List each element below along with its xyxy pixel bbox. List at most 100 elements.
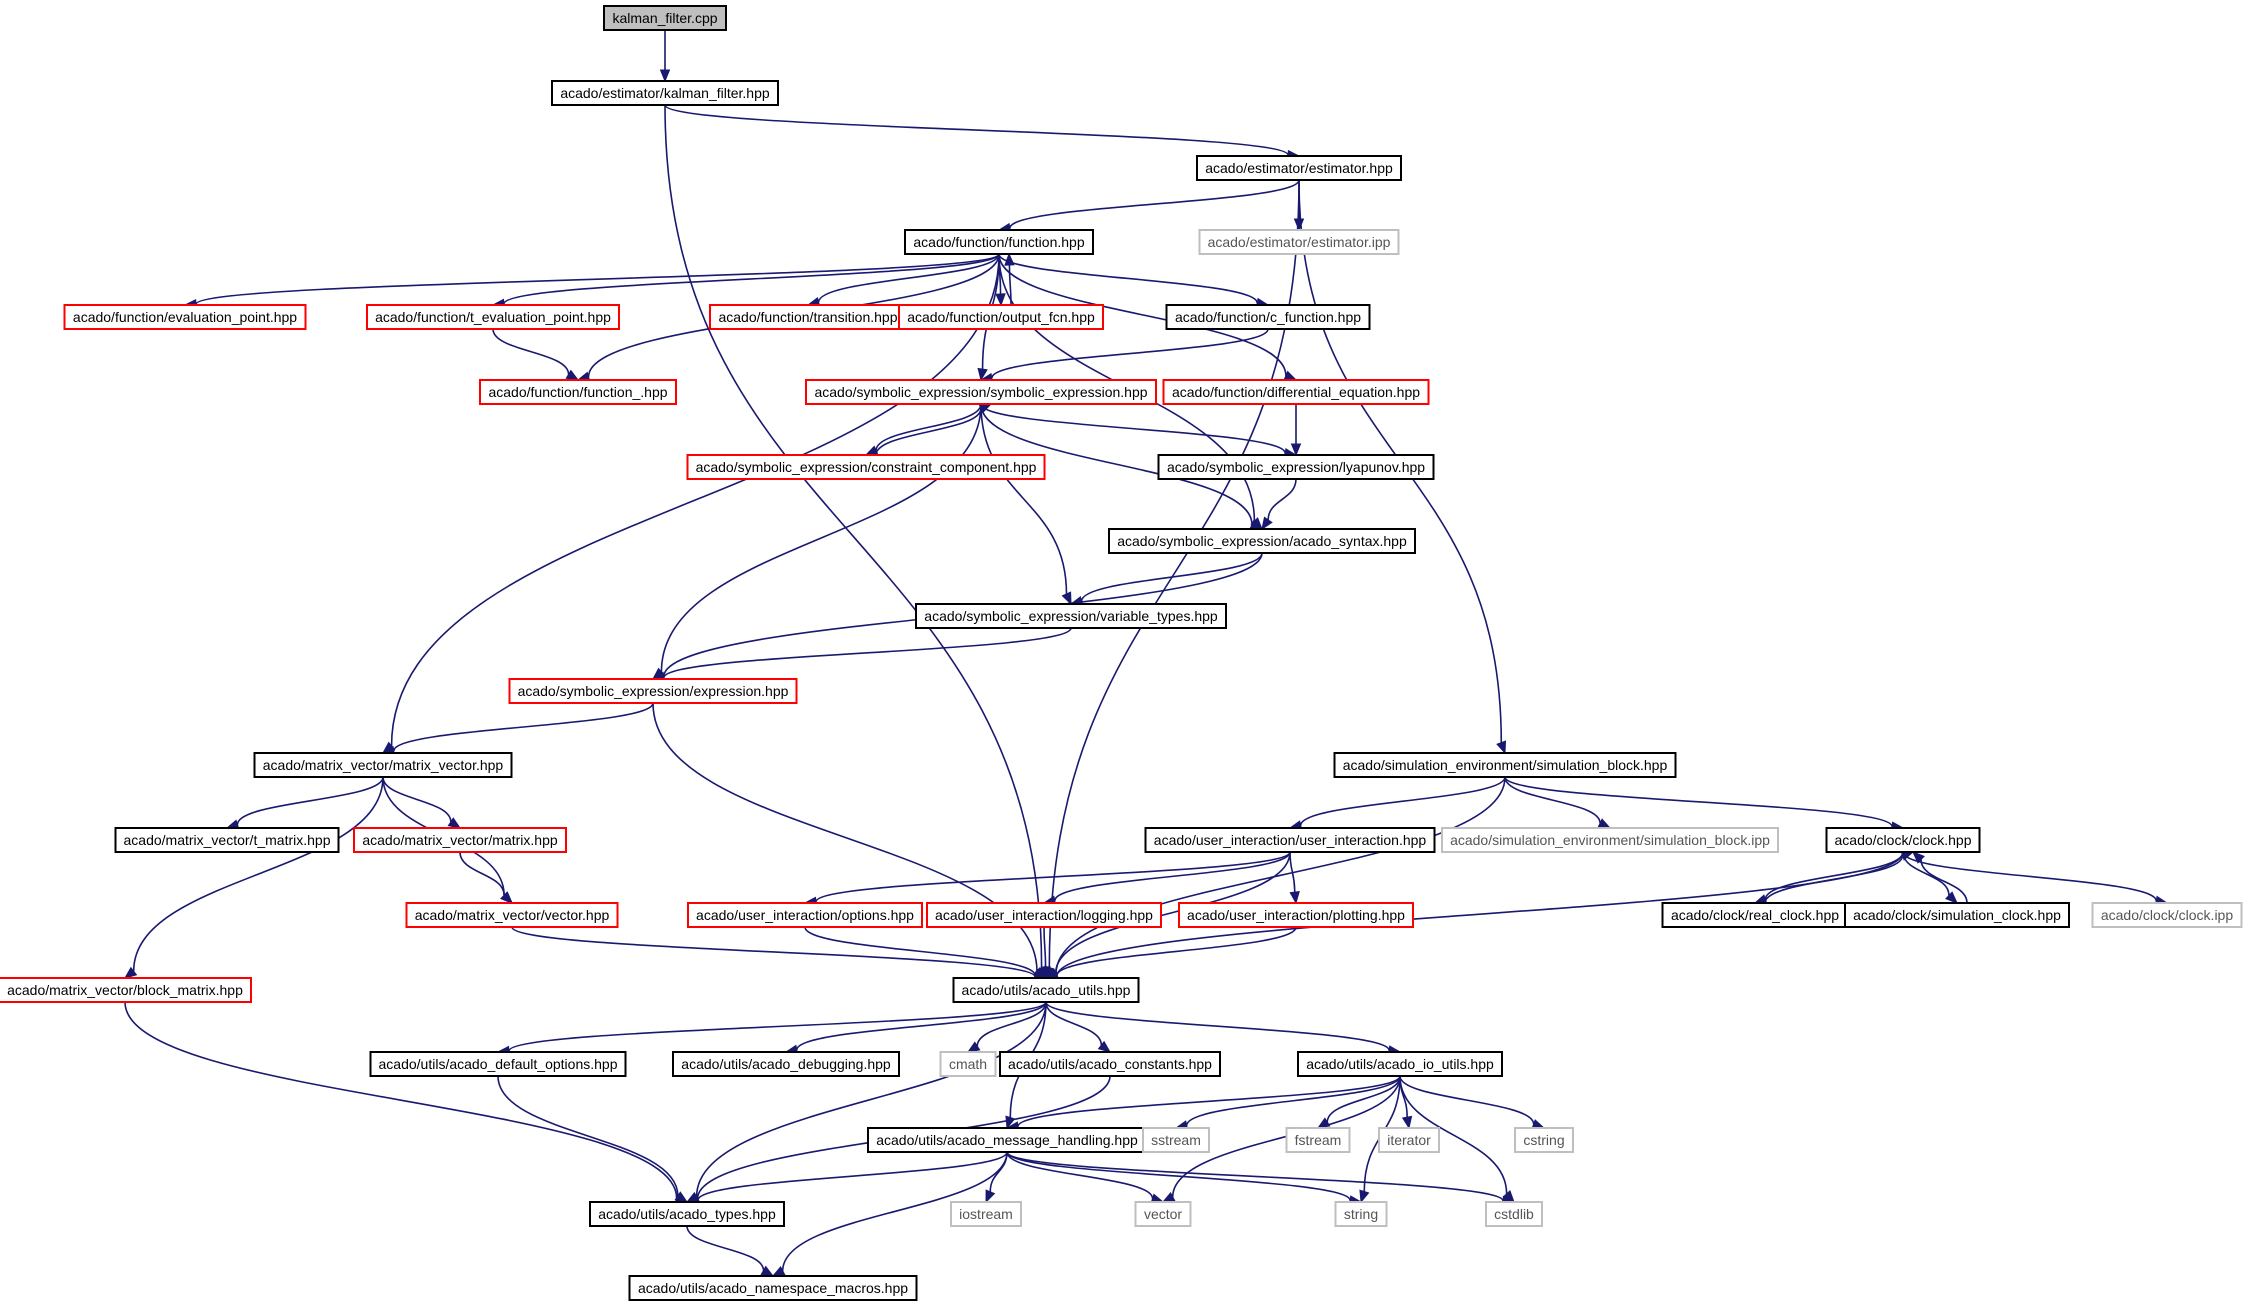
node-box <box>915 603 1227 629</box>
node-label: acado/estimator/estimator.hpp <box>1205 160 1393 176</box>
arrowhead <box>977 367 988 382</box>
node-box <box>1485 1201 1543 1227</box>
node-box <box>479 379 677 405</box>
node-box <box>253 752 513 778</box>
node-acado-matrix-vector-block-matrix-hpp[interactable]: acado/matrix_vector/block_matrix.hpp <box>0 977 252 1003</box>
arrowhead <box>1293 218 1305 232</box>
edge-n33-n35 <box>796 1001 1047 1051</box>
edge-n3-n12 <box>998 253 1287 376</box>
node-acado-function-function-hpp[interactable]: acado/function/function.hpp <box>904 229 1094 255</box>
edge-n38-n39 <box>1017 1075 1401 1127</box>
edge-n18-n21 <box>382 776 452 823</box>
node-acado-utils-acado-constants-hpp[interactable]: acado/utils/acado_constants.hpp <box>999 1051 1221 1077</box>
node-box <box>1178 902 1414 928</box>
node-acado-clock-clock-hpp[interactable]: acado/clock/clock.hpp <box>1825 827 1981 853</box>
node-box <box>1198 229 1400 255</box>
node-box <box>805 379 1157 405</box>
node-label: cstdlib <box>1494 1206 1534 1222</box>
node-acado-estimator-kalman-filter-hpp[interactable]: acado/estimator/kalman_filter.hpp <box>551 80 779 106</box>
node-box <box>1661 902 1849 928</box>
node-box <box>114 827 340 853</box>
edge-n38-n41 <box>1326 1075 1401 1123</box>
node-acado-clock-real-clock-hpp[interactable]: acado/clock/real_clock.hpp <box>1661 902 1849 928</box>
node-acado-utils-acado-namespace-macros-hpp[interactable]: acado/utils/acado_namespace_macros.hpp <box>628 1275 918 1301</box>
node-acado-estimator-estimator-hpp[interactable]: acado/estimator/estimator.hpp <box>1196 155 1402 181</box>
edge-n2-n33 <box>1048 179 1300 968</box>
node-box <box>1844 902 2070 928</box>
node-label: acado/utils/acado_io_utils.hpp <box>1306 1056 1494 1072</box>
node-label: acado/clock/clock.hpp <box>1835 832 1972 848</box>
node-acado-function-differential-equation-hpp[interactable]: acado/function/differential_equation.hpp <box>1162 379 1430 405</box>
node-acado-function-output-fcn-hpp[interactable]: acado/function/output_fcn.hpp <box>898 304 1104 330</box>
edge-n22-n27 <box>1053 851 1291 902</box>
node-acado-utils-acado-default-options-hpp[interactable]: acado/utils/acado_default_options.hpp <box>369 1051 627 1077</box>
node-acado-matrix-vector-vector-hpp[interactable]: acado/matrix_vector/vector.hpp <box>405 902 619 928</box>
node-acado-symbolic-expression-variable-types-hpp[interactable]: acado/symbolic_expression/variable_types… <box>915 603 1227 629</box>
edge-n33-n44 <box>695 1001 1047 1197</box>
node-acado-symbolic-expression-expression-hpp[interactable]: acado/symbolic_expression/expression.hpp <box>508 678 798 704</box>
node-acado-user-interaction-options-hpp[interactable]: acado/user_interaction/options.hpp <box>687 902 923 928</box>
node-label: kalman_filter.cpp <box>612 10 717 26</box>
node-label: acado/clock/simulation_clock.hpp <box>1853 907 2061 923</box>
edge-n11-n13 <box>875 403 982 451</box>
arrowhead <box>1496 740 1507 755</box>
node-acado-function-evaluation-point-hpp[interactable]: acado/function/evaluation_point.hpp <box>63 304 307 330</box>
node-box <box>926 902 1162 928</box>
edge-n38-n43 <box>1399 1075 1535 1125</box>
node-acado-matrix-vector-matrix-hpp[interactable]: acado/matrix_vector/matrix.hpp <box>353 827 567 853</box>
edge-n24-n30 <box>1902 851 1950 896</box>
node-acado-symbolic-expression-lyapunov-hpp[interactable]: acado/symbolic_expression/lyapunov.hpp <box>1157 454 1435 480</box>
node-acado-symbolic-expression-symbolic-expression-hpp[interactable]: acado/symbolic_expression/symbolic_expre… <box>805 379 1157 405</box>
edge-n15-n16 <box>1080 552 1263 602</box>
edge-n2-n3 <box>1009 179 1300 229</box>
node-acado-symbolic-expression-constraint-component-hpp[interactable]: acado/symbolic_expression/constraint_com… <box>686 454 1046 480</box>
edge-n39-n49 <box>781 1151 1008 1271</box>
node-label: vector <box>1144 1206 1182 1222</box>
edge-n1-n2 <box>664 104 1289 156</box>
node-box <box>1514 1127 1574 1153</box>
node-acado-utils-acado-debugging-hpp[interactable]: acado/utils/acado_debugging.hpp <box>672 1051 900 1077</box>
edge-n11-n16 <box>980 403 1068 594</box>
node-label: acado/matrix_vector/block_matrix.hpp <box>7 982 243 998</box>
node-label: iterator <box>1387 1132 1431 1148</box>
node-acado-function-t-evaluation-point-hpp[interactable]: acado/function/t_evaluation_point.hpp <box>366 304 620 330</box>
arrowhead <box>1945 891 1958 904</box>
node-acado-function-c-function-hpp[interactable]: acado/function/c_function.hpp <box>1165 304 1371 330</box>
node-acado-function-function-hpp[interactable]: acado/function/function_.hpp <box>479 379 677 405</box>
node-acado-simulation-environment-simulation-block-hpp[interactable]: acado/simulation_environment/simulation_… <box>1333 752 1677 778</box>
node-label: acado/utils/acado_message_handling.hpp <box>876 1132 1138 1148</box>
node-box <box>63 304 307 330</box>
arrowhead <box>1401 1115 1413 1130</box>
node-acado-user-interaction-plotting-hpp[interactable]: acado/user_interaction/plotting.hpp <box>1178 902 1414 928</box>
node-acado-matrix-vector-matrix-vector-hpp[interactable]: acado/matrix_vector/matrix_vector.hpp <box>253 752 513 778</box>
node-label: acado/utils/acado_debugging.hpp <box>681 1056 891 1072</box>
arrowhead <box>1004 252 1015 266</box>
edge-n11-n17 <box>660 403 982 672</box>
node-acado-clock-simulation-clock-hpp[interactable]: acado/clock/simulation_clock.hpp <box>1844 902 2070 928</box>
node-box <box>686 454 1046 480</box>
node-acado-utils-acado-utils-hpp[interactable]: acado/utils/acado_utils.hpp <box>952 977 1140 1003</box>
node-label: acado/function/c_function.hpp <box>1175 309 1361 325</box>
node-label: acado/utils/acado_types.hpp <box>598 1206 776 1222</box>
node-label: acado/matrix_vector/matrix_vector.hpp <box>263 757 504 773</box>
arrowhead <box>500 891 513 904</box>
node-acado-function-transition-hpp[interactable]: acado/function/transition.hpp <box>709 304 907 330</box>
node-box <box>405 902 619 928</box>
edge-n24-n29 <box>1764 851 1904 900</box>
node-box <box>1285 1127 1351 1153</box>
node-acado-utils-acado-types-hpp[interactable]: acado/utils/acado_types.hpp <box>589 1201 785 1227</box>
node-box <box>1441 827 1779 853</box>
node-acado-utils-acado-message-handling-hpp[interactable]: acado/utils/acado_message_handling.hpp <box>867 1127 1147 1153</box>
node-fstream: fstream <box>1285 1127 1351 1153</box>
node-box <box>366 304 620 330</box>
node-label: acado/matrix_vector/t_matrix.hpp <box>124 832 331 848</box>
node-acado-matrix-vector-t-matrix-hpp[interactable]: acado/matrix_vector/t_matrix.hpp <box>114 827 340 853</box>
node-acado-user-interaction-logging-hpp[interactable]: acado/user_interaction/logging.hpp <box>926 902 1162 928</box>
edge-n26-n33 <box>804 926 1037 977</box>
node-kalman-filter-cpp[interactable]: kalman_filter.cpp <box>603 5 727 31</box>
node-acado-symbolic-expression-acado-syntax-hpp[interactable]: acado/symbolic_expression/acado_syntax.h… <box>1108 528 1416 554</box>
edge-n14-n15 <box>1267 478 1297 520</box>
node-acado-user-interaction-user-interaction-hpp[interactable]: acado/user_interaction/user_interaction.… <box>1144 827 1436 853</box>
node-acado-utils-acado-io-utils-hpp[interactable]: acado/utils/acado_io_utils.hpp <box>1297 1051 1503 1077</box>
edge-n38-n40 <box>1185 1075 1401 1126</box>
